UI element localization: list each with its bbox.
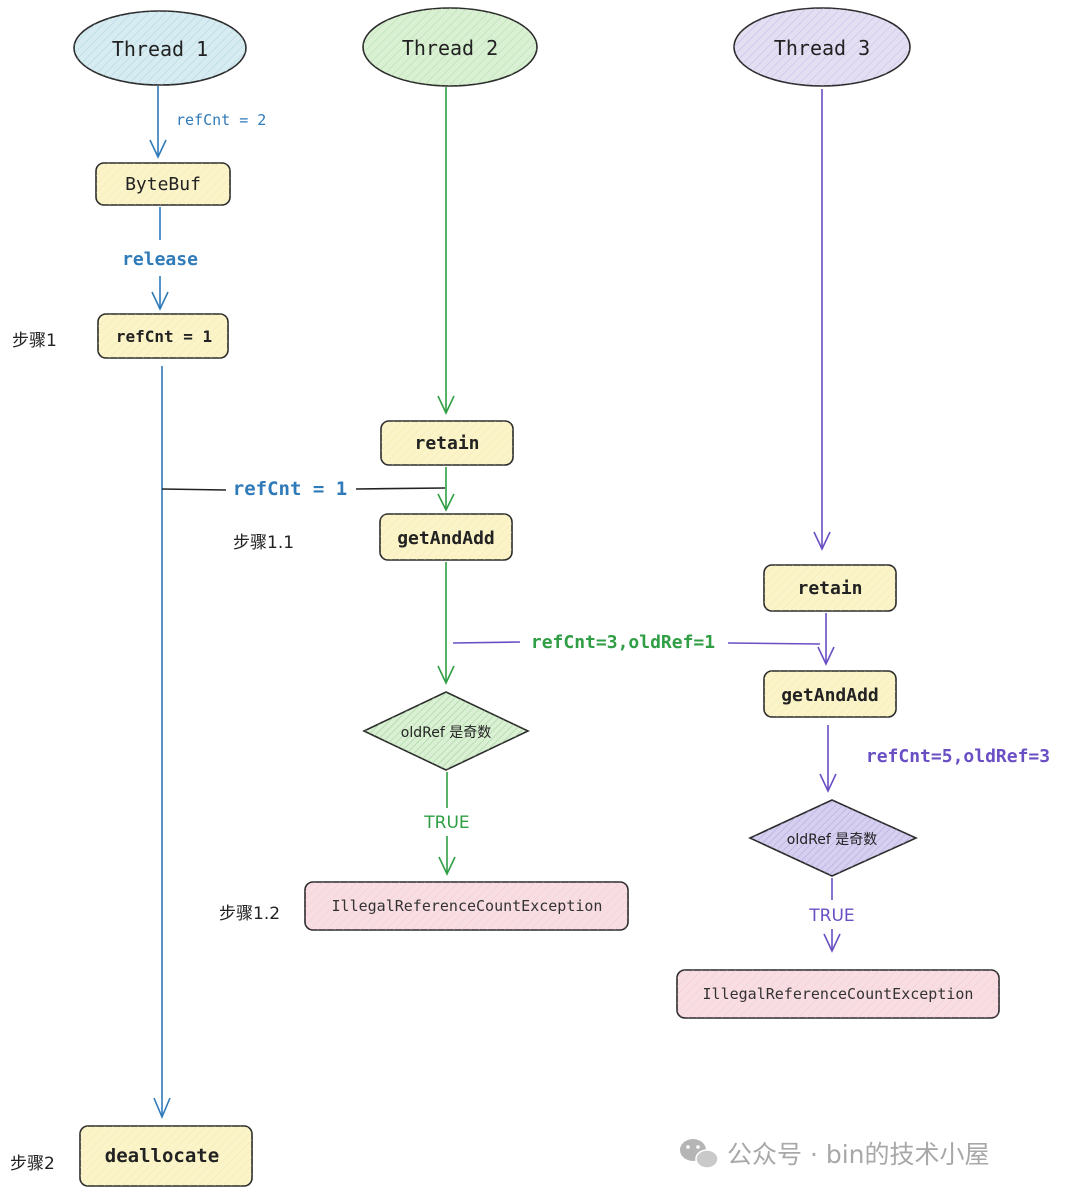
t2-exception-label: IllegalReferenceCountException (332, 897, 603, 915)
cross-edge-t2-t3: refCnt=3,oldRef=1 (452, 632, 821, 653)
cross-label-refcnt-1: refCnt = 1 (233, 478, 347, 500)
step-2-label: 步骤2 (10, 1154, 55, 1174)
thread-2-column: Thread 2 retain getAndAdd oldRef 是奇数 TRU… (304, 7, 629, 931)
t3-getandadd-label: getAndAdd (781, 685, 879, 706)
step-1-label: 步骤1 (12, 331, 57, 351)
step-1-1-label: 步骤1.1 (233, 533, 294, 553)
thread-2-label: Thread 2 (402, 36, 498, 60)
thread-1-label: Thread 1 (112, 37, 208, 61)
t3-edge-label: refCnt=5,oldRef=3 (866, 746, 1050, 767)
t3-retain-label: retain (797, 578, 862, 599)
thread-1-column: Thread 1 refCnt = 2 ByteBuf release refC… (73, 10, 266, 1187)
watermark: 公众号 · bin的技术小屋 (680, 1139, 990, 1169)
thread-3-label: Thread 3 (774, 36, 870, 60)
t2-retain-label: retain (414, 433, 479, 454)
wechat-icon (680, 1139, 719, 1169)
t2-true-label: TRUE (423, 813, 469, 833)
t2-decision-label: oldRef 是奇数 (401, 724, 491, 741)
bytebuf-label: ByteBuf (125, 174, 201, 195)
release-label: release (122, 249, 198, 270)
t3-decision-label: oldRef 是奇数 (787, 831, 877, 848)
thread-3-column: Thread 3 retain getAndAdd refCnt=5,oldRe… (676, 7, 1050, 1019)
cross-edge-t1-t2: refCnt = 1 (161, 478, 446, 500)
t3-exception-label: IllegalReferenceCountException (703, 985, 974, 1003)
t3-true-label: TRUE (808, 906, 854, 926)
refcnt-1-label: refCnt = 1 (116, 327, 212, 346)
edge-label-refcnt-2: refCnt = 2 (176, 111, 266, 129)
deallocate-label: deallocate (105, 1145, 219, 1167)
cross-label-refcnt-3: refCnt=3,oldRef=1 (531, 632, 715, 653)
t2-getandadd-label: getAndAdd (397, 528, 495, 549)
watermark-text: 公众号 · bin的技术小屋 (727, 1140, 990, 1169)
step-1-2-label: 步骤1.2 (219, 904, 280, 924)
